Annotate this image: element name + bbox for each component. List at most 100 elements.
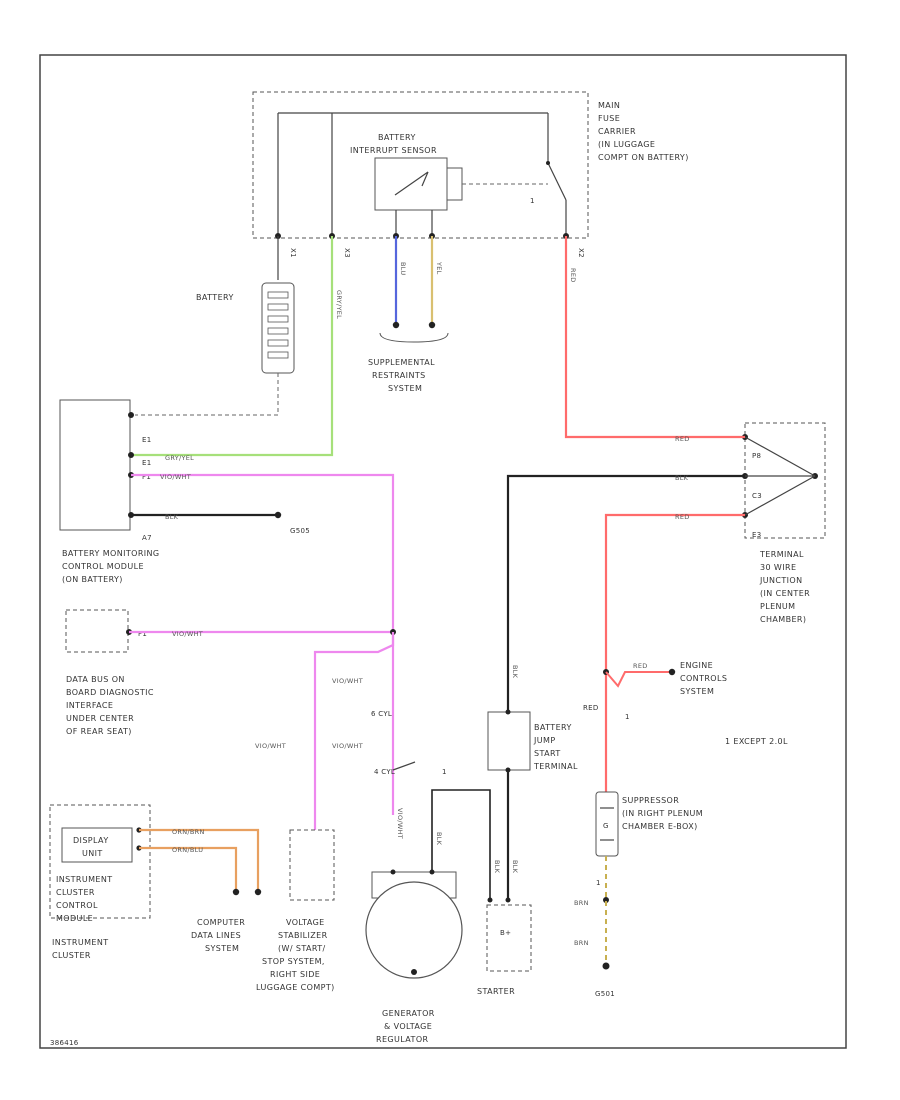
svg-text:VIO/WHT: VIO/WHT — [396, 808, 404, 839]
wire-red-e3 — [604, 513, 745, 800]
svg-text:E1: E1 — [142, 436, 151, 444]
svg-text:(IN CENTER: (IN CENTER — [760, 589, 810, 598]
svg-text:F1: F1 — [142, 473, 151, 481]
svg-text:SYSTEM: SYSTEM — [680, 687, 714, 696]
voltage-stabilizer-label: VOLTAGE STABILIZER (W/ START/ STOP SYSTE… — [256, 918, 335, 992]
svg-text:BLK: BLK — [675, 474, 689, 482]
svg-text:CLUSTER: CLUSTER — [56, 888, 95, 897]
svg-text:START: START — [534, 749, 561, 758]
svg-text:MODULE: MODULE — [56, 914, 93, 923]
svg-text:COMPT ON BATTERY): COMPT ON BATTERY) — [598, 153, 689, 162]
svg-text:TERMINAL: TERMINAL — [533, 762, 578, 771]
svg-text:BATTERY: BATTERY — [534, 723, 572, 732]
svg-text:(IN LUGGAGE: (IN LUGGAGE — [598, 140, 655, 149]
except-note: 1 EXCEPT 2.0L — [725, 737, 788, 746]
svg-text:RESTRAINTS: RESTRAINTS — [372, 371, 426, 380]
wire-gry-yel — [131, 236, 334, 457]
svg-text:CONTROL: CONTROL — [56, 901, 98, 910]
wire-red-main — [564, 236, 745, 439]
interrupt-note: 1 — [530, 197, 535, 205]
svg-text:X1: X1 — [289, 248, 297, 258]
svg-text:STOP SYSTEM,: STOP SYSTEM, — [262, 957, 325, 966]
svg-text:BLK: BLK — [435, 832, 443, 846]
srs-wires: BLU YEL — [379, 236, 449, 343]
diagram-id: 386416 — [50, 1039, 79, 1047]
srs-label: SUPPLEMENTAL RESTRAINTS SYSTEM — [368, 358, 435, 393]
svg-text:FUSE: FUSE — [598, 114, 620, 123]
voltage-stabilizer — [289, 829, 335, 901]
svg-text:ORN/BLU: ORN/BLU — [172, 846, 203, 854]
svg-text:RED: RED — [569, 268, 577, 283]
engine-controls-label: ENGINE CONTROLS SYSTEM — [680, 661, 727, 696]
battery-label: BATTERY — [196, 293, 234, 302]
svg-text:CARRIER: CARRIER — [598, 127, 636, 136]
svg-text:RED: RED — [675, 513, 690, 521]
red-vert-label: RED — [583, 704, 599, 712]
svg-text:LUGGAGE COMPT): LUGGAGE COMPT) — [256, 983, 335, 992]
svg-text:UNIT: UNIT — [82, 849, 103, 858]
svg-text:BLK: BLK — [493, 860, 501, 874]
cyl4-note: 4 CYL — [374, 768, 395, 776]
svg-text:& VOLTAGE: & VOLTAGE — [384, 1022, 432, 1031]
instrument-cluster-module-label: INSTRUMENT CLUSTER CONTROL MODULE — [56, 875, 112, 923]
interrupt-label-1: BATTERY — [378, 133, 416, 142]
svg-text:BLK: BLK — [511, 860, 519, 874]
wire-vio-wht-main — [131, 473, 395, 815]
svg-text:CHAMBER E-BOX): CHAMBER E-BOX) — [622, 822, 698, 831]
svg-text:1: 1 — [625, 713, 630, 721]
generator: BLK VIO/WHT — [365, 789, 491, 979]
generator-label: GENERATOR & VOLTAGE REGULATOR — [376, 1009, 434, 1044]
svg-text:BLK: BLK — [511, 665, 519, 679]
svg-text:ORN/BRN: ORN/BRN — [172, 828, 205, 836]
svg-text:X2: X2 — [577, 248, 585, 258]
svg-text:OF REAR SEAT): OF REAR SEAT) — [66, 727, 132, 736]
starter: B+ BLK BLK — [486, 860, 532, 972]
jump-start-terminal — [487, 709, 531, 773]
svg-text:BATTERY MONITORING: BATTERY MONITORING — [62, 549, 160, 558]
svg-text:ENGINE: ENGINE — [680, 661, 713, 670]
bmcm-label: BATTERY MONITORING CONTROL MODULE (ON BA… — [62, 549, 160, 584]
svg-text:CONTROLS: CONTROLS — [680, 674, 727, 683]
g505-label: G505 — [290, 527, 310, 535]
svg-text:F1: F1 — [138, 630, 147, 638]
svg-text:STABILIZER: STABILIZER — [278, 931, 328, 940]
svg-text:G501: G501 — [595, 990, 615, 998]
svg-text:E1: E1 — [142, 459, 151, 467]
svg-text:GRY/YEL: GRY/YEL — [335, 290, 343, 319]
cyl6-note: 6 CYL — [371, 710, 392, 718]
computer-data-lines-label: COMPUTER DATA LINES SYSTEM — [191, 918, 245, 953]
jump-start-label: BATTERY JUMP START TERMINAL — [533, 723, 578, 771]
svg-text:DATA LINES: DATA LINES — [191, 931, 241, 940]
wire-vio-wht-stab — [313, 632, 395, 830]
svg-text:RIGHT SIDE: RIGHT SIDE — [270, 970, 320, 979]
svg-text:GRY/YEL: GRY/YEL — [165, 454, 194, 462]
svg-text:YEL: YEL — [435, 261, 443, 275]
svg-text:RED: RED — [633, 662, 648, 670]
battery — [135, 236, 295, 416]
svg-text:JUNCTION: JUNCTION — [759, 576, 803, 585]
svg-text:C3: C3 — [752, 492, 762, 500]
diagram-frame — [39, 54, 847, 1049]
svg-text:A7: A7 — [142, 534, 152, 542]
svg-text:UNDER CENTER: UNDER CENTER — [66, 714, 134, 723]
starter-label: STARTER — [477, 987, 515, 996]
data-bus-label: DATA BUS ON BOARD DIAGNOSTIC INTERFACE U… — [66, 675, 153, 736]
svg-text:(IN RIGHT PLENUM: (IN RIGHT PLENUM — [622, 809, 703, 818]
svg-text:SYSTEM: SYSTEM — [205, 944, 239, 953]
svg-text:REGULATOR: REGULATOR — [376, 1035, 429, 1044]
svg-text:DISPLAY: DISPLAY — [73, 836, 109, 845]
terminal-30-junction: P8 C3 E3 — [742, 422, 826, 539]
svg-text:VIO/WHT: VIO/WHT — [332, 742, 363, 750]
instrument-cluster: ORN/BRN ORN/BLU DISPLAY UNIT — [49, 804, 262, 919]
svg-text:BRN: BRN — [574, 939, 589, 947]
svg-text:INTERFACE: INTERFACE — [66, 701, 113, 710]
svg-text:G: G — [603, 822, 609, 830]
svg-text:30 WIRE: 30 WIRE — [760, 563, 796, 572]
svg-text:P8: P8 — [752, 452, 761, 460]
svg-text:VIO/WHT: VIO/WHT — [160, 473, 191, 481]
svg-text:E3: E3 — [752, 531, 761, 539]
svg-text:X3: X3 — [343, 248, 351, 258]
svg-text:BRN: BRN — [574, 899, 589, 907]
svg-text:SUPPRESSOR: SUPPRESSOR — [622, 796, 679, 805]
